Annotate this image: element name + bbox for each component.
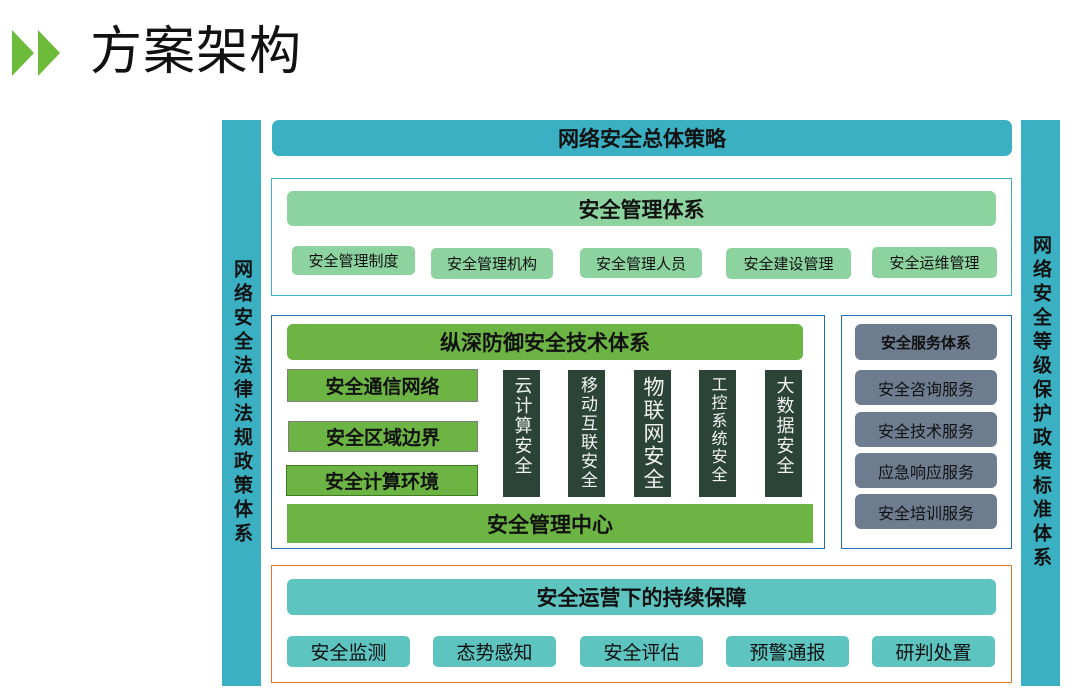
- operations-item: 态势感知: [433, 636, 556, 667]
- tech-layer-area-boundary: 安全区域边界: [288, 421, 478, 452]
- right-pillar-classified-protection: 网络安全等级保护政策标准体系: [1021, 120, 1060, 686]
- operations-item: 预警通报: [726, 636, 849, 667]
- service-item: 安全咨询服务: [855, 370, 997, 405]
- tech-layer-computing-environment: 安全计算环境: [286, 465, 478, 496]
- title-arrow-icon-1: [12, 30, 34, 76]
- operations-item: 研判处置: [872, 636, 995, 667]
- left-pillar-law-policy: 网络安全法律法规政策体系: [222, 120, 261, 686]
- tech-column-label: 云计算安全: [511, 376, 533, 476]
- page-title: 方案架构: [90, 22, 303, 82]
- tech-column-mobile: 移动互联安全: [568, 370, 605, 497]
- management-system-title: 安全管理体系: [287, 191, 996, 226]
- overall-strategy-bar: 网络安全总体策略: [272, 120, 1012, 156]
- right-pillar-label: 网络安全等级保护政策标准体系: [1030, 235, 1052, 571]
- management-item: 安全管理制度: [292, 246, 415, 275]
- tech-column-label: 大数据安全: [773, 376, 795, 476]
- service-item: 安全培训服务: [855, 494, 997, 529]
- tech-column-label: 工控系统安全: [708, 376, 728, 484]
- service-item: 安全技术服务: [855, 412, 997, 447]
- management-item: 安全运维管理: [872, 247, 997, 278]
- operations-item: 安全评估: [580, 636, 703, 667]
- technology-system-title: 纵深防御安全技术体系: [287, 324, 803, 360]
- service-system-frame: [841, 315, 1012, 549]
- tech-column-bigdata: 大数据安全: [765, 370, 802, 497]
- operations-title: 安全运营下的持续保障: [287, 579, 996, 615]
- tech-column-label: 物联网安全: [641, 376, 665, 491]
- operations-item: 安全监测: [287, 636, 410, 667]
- left-pillar-label: 网络安全法律法规政策体系: [231, 259, 253, 547]
- service-item: 应急响应服务: [855, 453, 997, 488]
- management-item: 安全建设管理: [726, 248, 851, 279]
- operations-frame: [271, 565, 1012, 683]
- management-item: 安全管理机构: [431, 248, 553, 279]
- title-arrow-icon-2: [38, 30, 60, 76]
- security-management-center: 安全管理中心: [287, 504, 813, 543]
- tech-layer-communication-network: 安全通信网络: [287, 369, 478, 402]
- tech-column-label: 移动互联安全: [577, 376, 597, 490]
- technology-system-frame: [271, 315, 825, 549]
- management-item: 安全管理人员: [580, 248, 702, 278]
- tech-column-iot: 物联网安全: [634, 370, 671, 497]
- tech-column-cloud: 云计算安全: [503, 370, 540, 497]
- management-system-frame: [271, 178, 1012, 296]
- service-system-title: 安全服务体系: [855, 324, 997, 360]
- tech-column-ics: 工控系统安全: [699, 370, 736, 497]
